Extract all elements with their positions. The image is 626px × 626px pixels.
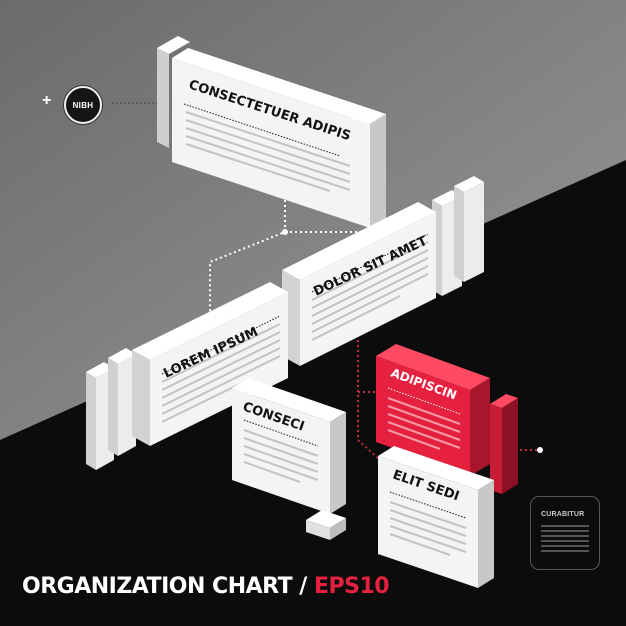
footer-title-main: ORGANIZATION CHART / bbox=[22, 574, 314, 599]
white-connectors bbox=[209, 200, 359, 330]
curabitur-box: CURABITUR bbox=[530, 496, 600, 570]
footer-title-accent: EPS10 bbox=[313, 574, 390, 599]
box-consectetuer bbox=[157, 36, 386, 228]
curabitur-title: CURABITUR bbox=[541, 511, 585, 518]
curabitur-text-lines bbox=[541, 525, 589, 555]
nibh-label: NIBH bbox=[72, 100, 94, 110]
red-connectors bbox=[357, 340, 540, 461]
plus-icon: + bbox=[42, 92, 52, 109]
gray-background bbox=[0, 0, 626, 440]
box-elit bbox=[378, 446, 494, 588]
box-adipiscin bbox=[376, 344, 518, 494]
nibh-badge: NIBH bbox=[64, 86, 102, 124]
connector-node-right bbox=[537, 447, 543, 453]
footer-title: ORGANIZATION CHART / EPS10 bbox=[22, 574, 390, 599]
connector-node bbox=[282, 229, 288, 235]
box-lorem bbox=[86, 282, 288, 470]
box-conseci bbox=[232, 378, 346, 540]
